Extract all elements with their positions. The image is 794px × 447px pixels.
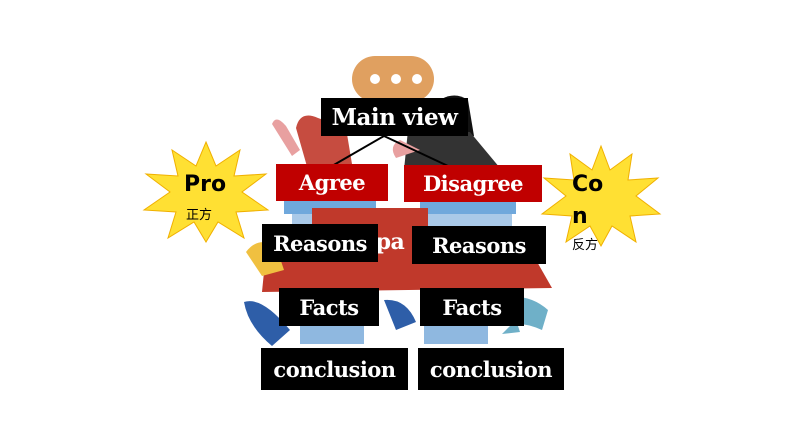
pro-sublabel: 正方 [186, 208, 213, 223]
left-facts-box: Facts [279, 288, 379, 326]
right-conclusion-box: conclusion [418, 348, 564, 390]
main-view-box: Main view [321, 98, 468, 136]
con-sublabel: 反方 [572, 238, 599, 253]
con-label-line1: Co [572, 172, 604, 197]
left-conclusion-box: conclusion [261, 348, 408, 390]
background-fragment-text: pa [375, 229, 405, 255]
pro-star-burst [142, 140, 270, 243]
con-label-line2: n [572, 204, 588, 229]
left-reasons-box: Reasons [262, 224, 378, 262]
pro-label: Pro [184, 172, 227, 197]
agree-box: Agree [276, 164, 388, 201]
disagree-box: Disagree [404, 165, 542, 202]
con-star-burst [540, 144, 662, 248]
right-facts-box: Facts [420, 288, 524, 326]
right-reasons-box: Reasons [412, 226, 546, 264]
